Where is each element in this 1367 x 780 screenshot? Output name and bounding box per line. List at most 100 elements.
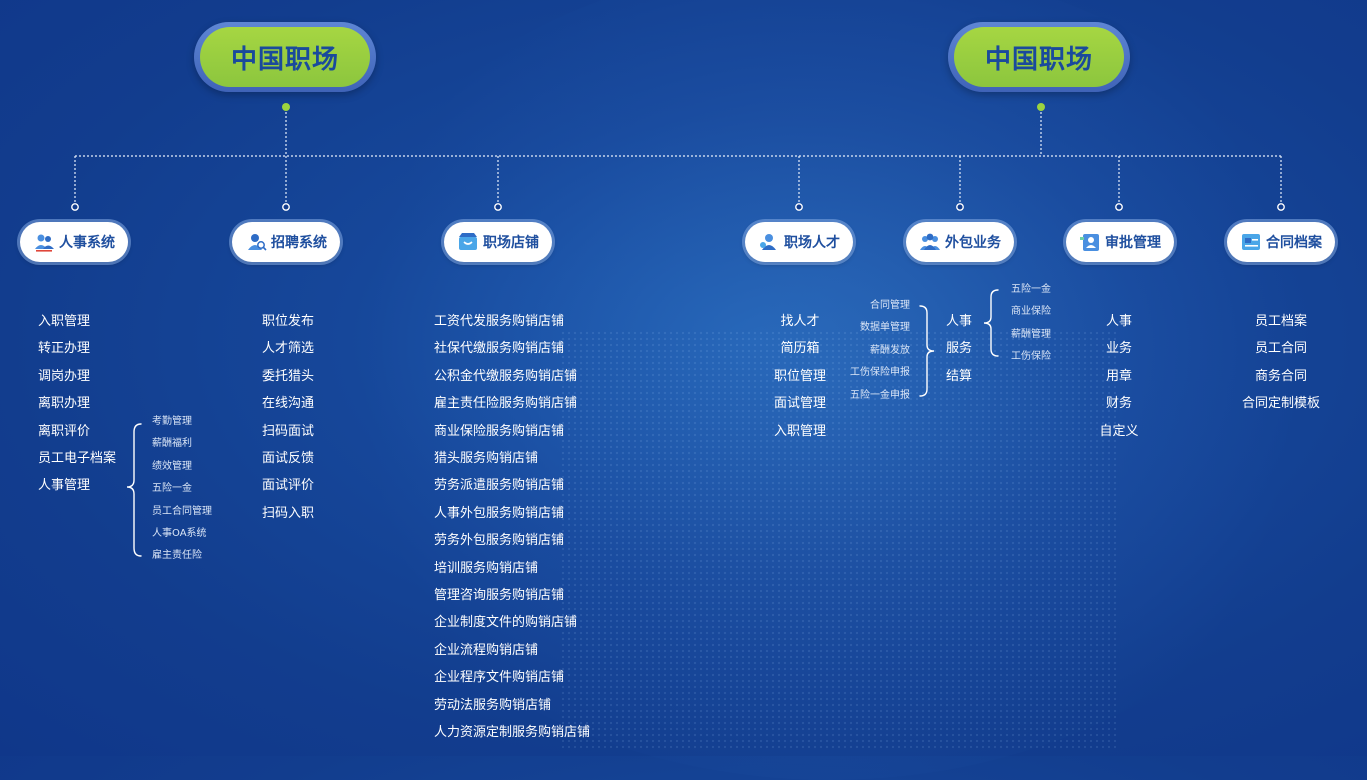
hr-sub-item: 员工合同管理 — [152, 505, 212, 517]
branch-dot — [1115, 203, 1123, 211]
shop-item: 人力资源定制服务购销店铺 — [434, 725, 591, 740]
hr-sub-brace — [126, 423, 142, 557]
outsource-left-item: 合同管理 — [870, 300, 910, 311]
approval-icon — [1080, 234, 1099, 251]
outsource-left-item: 五险一金申报 — [850, 389, 910, 401]
shop-item: 猎头服务购销店铺 — [434, 451, 539, 466]
recruit-item: 面试反馈 — [262, 451, 315, 466]
shop-item: 劳动法服务购销店铺 — [434, 697, 552, 713]
category-workplace-talent: 职场人才 — [745, 222, 853, 262]
recruit-icon — [248, 234, 267, 251]
talent-item: 职位管理 — [773, 368, 827, 384]
hr-sub-item: 薪酬福利 — [152, 438, 192, 450]
branch-dot — [71, 203, 79, 211]
shop-item: 企业程序文件购销店铺 — [434, 670, 565, 686]
root-dot — [282, 103, 290, 111]
branch-dot — [956, 203, 964, 211]
category-label: 人事系统 — [59, 235, 115, 251]
contract-item: 合同定制模板 — [1241, 396, 1321, 412]
approval-item: 业务 — [1105, 341, 1133, 357]
category-outsource-business: 外包业务 — [906, 222, 1014, 262]
hr-sub-item: 五险一金 — [152, 483, 192, 495]
shop-item: 工资代发服务购销店铺 — [434, 314, 565, 329]
approval-item: 自定义 — [1099, 423, 1139, 439]
root-node-left: 中国职场 — [194, 22, 376, 92]
recruit-item: 职位发布 — [262, 314, 315, 329]
recruit-item: 委托猎头 — [262, 368, 315, 384]
root-label: 中国职场 — [954, 27, 1124, 87]
category-label: 审批管理 — [1105, 235, 1161, 251]
contract-item: 员工合同 — [1254, 341, 1308, 357]
outsource-mid-item: 服务 — [945, 341, 973, 357]
hr-sub-item: 人事OA系统 — [152, 528, 207, 539]
recruit-item: 在线沟通 — [262, 396, 315, 412]
shop-item: 企业制度文件的购销店铺 — [434, 615, 578, 631]
root-node-right: 中国职场 — [948, 22, 1130, 92]
hr-item: 离职评价 — [38, 423, 91, 439]
contract-item: 商务合同 — [1254, 368, 1308, 384]
shop-item: 企业流程购销店铺 — [434, 642, 539, 658]
recruit-item: 面试评价 — [262, 478, 315, 494]
root-label: 中国职场 — [200, 27, 370, 87]
category-label: 职场人才 — [784, 235, 840, 251]
category-label: 招聘系统 — [271, 235, 327, 251]
talent-item: 简历箱 — [780, 341, 820, 357]
hr-sub-item: 雇主责任险 — [152, 550, 202, 562]
contract-icon — [1242, 234, 1260, 250]
shop-item: 劳务派遣服务购销店铺 — [434, 478, 565, 494]
root-dot — [1037, 103, 1045, 111]
branch-dot — [795, 203, 803, 211]
branch-dot — [494, 203, 502, 211]
shop-item: 雇主责任险服务购销店铺 — [434, 396, 578, 412]
outsource-left-item: 数据单管理 — [860, 322, 910, 334]
shop-item: 培训服务购销店铺 — [434, 560, 539, 576]
contract-item: 员工档案 — [1254, 314, 1308, 329]
hr-sub-item: 考勤管理 — [152, 416, 192, 427]
hr-item: 人事管理 — [38, 478, 91, 494]
outsource-mid-item: 人事 — [945, 314, 973, 329]
recruit-item: 扫码入职 — [262, 505, 315, 521]
approval-item: 用章 — [1105, 368, 1133, 384]
outsource-right-item: 五险一金 — [1011, 284, 1051, 295]
people-icon — [35, 234, 54, 252]
outsource-right-item: 薪酬管理 — [1011, 328, 1051, 340]
outsource-left-item: 薪酬发放 — [870, 344, 910, 356]
category-approval-management: 审批管理 — [1066, 222, 1174, 262]
hr-item: 离职办理 — [38, 396, 91, 412]
approval-item: 人事 — [1105, 314, 1133, 329]
shop-item: 劳务外包服务购销店铺 — [434, 533, 565, 549]
hr-item: 员工电子档案 — [38, 451, 117, 466]
outsource-mid-item: 结算 — [945, 368, 973, 384]
talent-item: 面试管理 — [773, 396, 827, 412]
recruit-item: 人才筛选 — [262, 341, 315, 357]
outsource-right-item: 商业保险 — [1011, 306, 1051, 318]
approval-item: 财务 — [1105, 396, 1133, 412]
category-label: 职场店铺 — [483, 235, 539, 251]
branch-dot — [1277, 203, 1285, 211]
hr-item: 入职管理 — [38, 314, 91, 329]
outsource-right-brace — [983, 289, 999, 357]
category-recruit-system: 招聘系统 — [232, 222, 340, 262]
category-label: 合同档案 — [1266, 235, 1322, 251]
outsource-right-item: 工伤保险 — [1011, 351, 1051, 363]
outsource-left-item: 工伤保险申报 — [850, 367, 910, 379]
branch-dot — [282, 203, 290, 211]
group-icon — [920, 233, 940, 250]
hr-sub-item: 绩效管理 — [152, 460, 192, 472]
outsource-left-brace — [919, 305, 935, 397]
talent-item: 入职管理 — [773, 423, 827, 439]
shop-item: 管理咨询服务购销店铺 — [434, 588, 565, 603]
hr-item: 调岗办理 — [38, 368, 91, 384]
background-glow — [300, 0, 1360, 780]
category-hr-system: 人事系统 — [20, 222, 128, 262]
hr-item: 转正办理 — [38, 341, 91, 357]
background-dot-matrix — [560, 330, 1120, 750]
shop-item: 社保代缴服务购销店铺 — [434, 341, 565, 357]
recruit-item: 扫码面试 — [262, 423, 315, 439]
talent-icon — [760, 234, 776, 250]
shop-icon — [459, 233, 477, 250]
connector-lines — [71, 103, 1285, 557]
shop-item: 公积金代缴服务购销店铺 — [434, 368, 578, 384]
category-contract-archive: 合同档案 — [1227, 222, 1335, 262]
shop-item: 人事外包服务购销店铺 — [434, 505, 565, 521]
